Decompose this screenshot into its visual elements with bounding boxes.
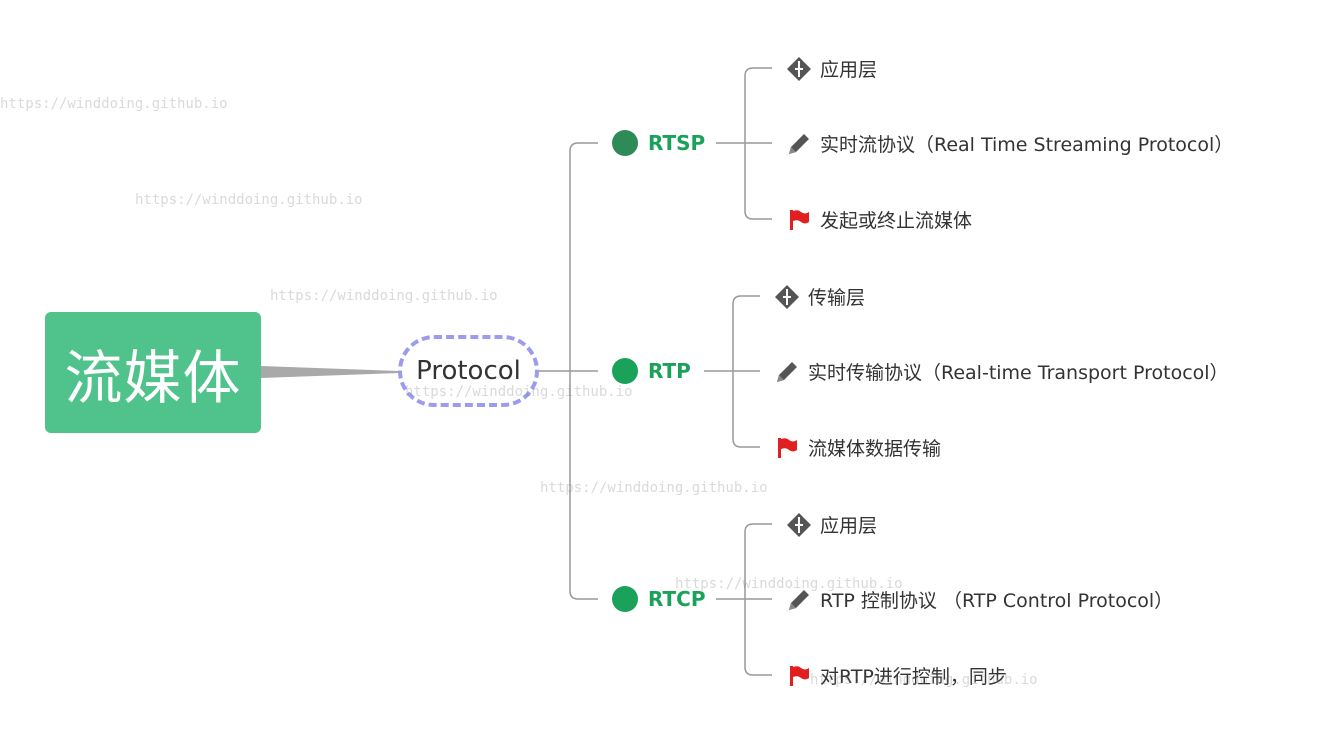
leaf-text: 实时传输协议（Real-time Transport Protocol） bbox=[808, 362, 1229, 384]
branch-rtsp[interactable]: RTSP bbox=[612, 130, 705, 156]
leaf-text: 对RTP进行控制，同步 bbox=[820, 666, 1007, 688]
leaf-text: 应用层 bbox=[820, 59, 878, 81]
leaf-rtp-layer[interactable]: 传输层 bbox=[774, 283, 865, 310]
branch-label: RTCP bbox=[648, 587, 706, 611]
pencil-icon bbox=[786, 131, 812, 157]
root-node[interactable]: 流媒体 bbox=[45, 312, 261, 433]
leaf-text: 流媒体数据传输 bbox=[808, 438, 942, 460]
rtp-dot-icon bbox=[612, 358, 638, 384]
branch-label: RTSP bbox=[648, 131, 706, 155]
leaf-rtcp-layer[interactable]: 应用层 bbox=[786, 511, 877, 538]
protocol-node[interactable]: Protocol bbox=[398, 335, 539, 407]
leaf-text: 应用层 bbox=[820, 515, 878, 537]
leaf-rtsp-layer[interactable]: 应用层 bbox=[786, 55, 877, 82]
leaf-text: 实时流协议（Real Time Streaming Protocol） bbox=[820, 134, 1234, 156]
red-flag-icon bbox=[786, 207, 812, 233]
branch-rtcp[interactable]: RTCP bbox=[612, 586, 705, 612]
rtcp-dot-icon bbox=[612, 586, 638, 612]
layers-diamond-icon bbox=[786, 512, 812, 538]
red-flag-icon bbox=[786, 663, 812, 689]
branch-rtp[interactable]: RTP bbox=[612, 358, 691, 384]
branch-label: RTP bbox=[648, 359, 691, 383]
leaf-text: RTP 控制协议 （RTP Control Protocol） bbox=[820, 590, 1174, 612]
leaf-rtp-desc[interactable]: 实时传输协议（Real-time Transport Protocol） bbox=[774, 358, 1229, 385]
pencil-icon bbox=[786, 587, 812, 613]
leaf-rtcp-function[interactable]: 对RTP进行控制，同步 bbox=[786, 662, 1007, 689]
leaf-rtp-function[interactable]: 流媒体数据传输 bbox=[774, 434, 941, 461]
leaf-rtsp-desc[interactable]: 实时流协议（Real Time Streaming Protocol） bbox=[786, 130, 1233, 157]
leaf-text: 传输层 bbox=[808, 287, 866, 309]
leaf-text: 发起或终止流媒体 bbox=[820, 210, 973, 232]
rtsp-dot-icon bbox=[612, 130, 638, 156]
leaf-rtcp-desc[interactable]: RTP 控制协议 （RTP Control Protocol） bbox=[786, 586, 1173, 613]
leaf-rtsp-function[interactable]: 发起或终止流媒体 bbox=[786, 206, 972, 233]
red-flag-icon bbox=[774, 435, 800, 461]
root-connector bbox=[261, 366, 400, 378]
layers-diamond-icon bbox=[786, 56, 812, 82]
layers-diamond-icon bbox=[774, 284, 800, 310]
pencil-icon bbox=[774, 359, 800, 385]
